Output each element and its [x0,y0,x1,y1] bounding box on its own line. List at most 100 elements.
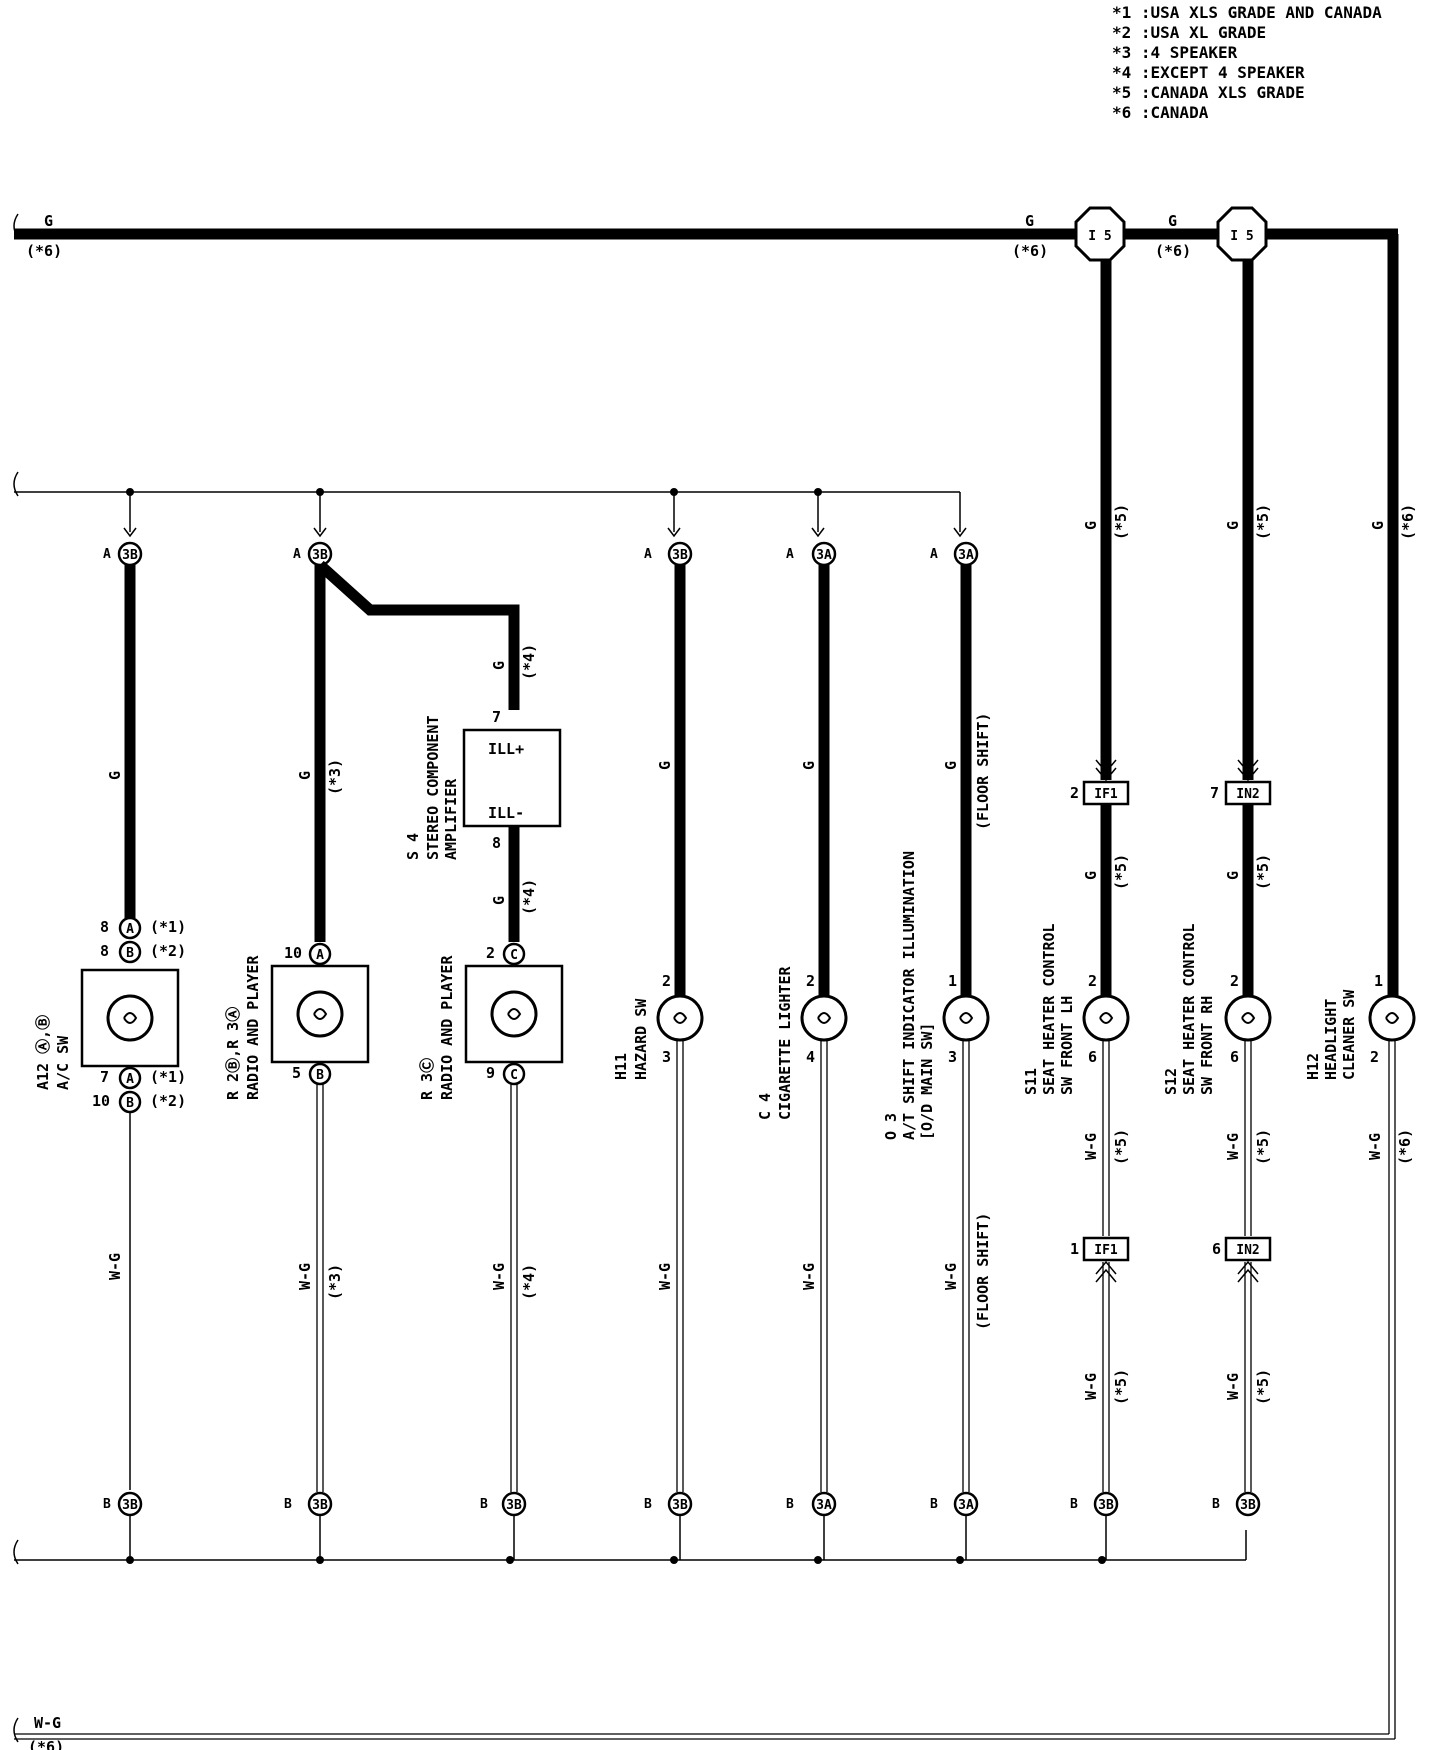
r2-top-letter: A [293,547,301,562]
s12-wire-4-label: W-G [1224,1373,1242,1400]
r2-radio-player: A 3B G (*3) 10 A 5 B W-G (*3) B 3B R 2Ⓑ,… [224,541,520,1560]
s11-pin-top: 2 [1088,972,1097,990]
h11-desc: HAZARD SW [632,998,650,1080]
h12-bulb-icon [1368,994,1416,1042]
seg-note-1: (*6) [1012,242,1048,260]
c4-bulb-icon [800,994,848,1042]
c4-wire-bot-label: W-G [800,1263,818,1290]
c4-name: C 4 [756,1093,774,1120]
a12-pin-bot-1-note: (*1) [150,1068,186,1086]
o3-wire-top-note: (FLOOR SHIFT) [974,713,992,830]
o3-desc-1: A/T SHIFT INDICATOR ILLUMINATION [900,851,918,1140]
o3-desc-2: [O/D MAIN SW] [918,1023,936,1140]
s12-wire-3-label: W-G [1224,1133,1242,1160]
r2-pin-top-conn: A [316,948,324,963]
drop-arrows [123,527,967,538]
s11-bulb-icon [1082,994,1130,1042]
bottom-return-note: (*6) [28,1738,64,1750]
h11-top-tag: 3B [672,548,688,563]
s12-wire-4-note: (*5) [1254,1369,1272,1405]
top-bus-note: (*6) [26,242,62,260]
h12-pin-bot: 2 [1370,1048,1379,1066]
s11-pin-bot: 6 [1088,1048,1097,1066]
o3-top-tag: 3A [958,548,974,563]
o3-wire-bot-label: W-G [942,1263,960,1290]
s12-bot-tag: 3B [1240,1498,1256,1513]
r2-bulb-icon [296,990,344,1038]
h11-bulb-icon [656,994,704,1042]
r3-bot-letter: B [480,1497,488,1512]
a12-pin-top-1-conn: A [126,922,134,937]
h11-name: H11 [612,1053,630,1080]
s11-conn-top-pin: 2 [1070,784,1079,802]
s12-wire-2-label: G [1224,871,1242,880]
c4-bot-tag: 3A [816,1498,832,1513]
o3-pin-top: 1 [948,972,957,990]
s4-desc-2: AMPLIFIER [442,778,460,860]
s4-wire-bot-label: G [490,896,508,905]
junction-i5-right: I 5 [1216,206,1268,262]
a12-bot-tag: 3B [122,1498,138,1513]
r3-bulb-icon [490,990,538,1038]
r3-radio-player: 2 C 9 C W-G (*4) B 3B R 3Ⓒ RADIO AND PLA… [418,942,564,1560]
c4-wire-top-label: G [800,761,818,770]
upper-bus-break [13,471,19,497]
s11-wire-1-note: (*5) [1112,504,1130,540]
junction-i5-left-label: I 5 [1088,229,1111,244]
a12-ac-switch: A 3B G 8 A (*1) 8 B (*2) 7 A (*1) 10 B (… [34,541,186,1560]
s11-desc-2: SW FRONT LH [1058,996,1076,1095]
h12-wire-top-note: (*6) [1399,504,1417,540]
legend-note-2: *2 :USA XL GRADE [1112,23,1266,42]
s11-bot-tag: 3B [1098,1498,1114,1513]
r2-wire-bot-note: (*3) [326,1264,344,1300]
s12-wire-1-note: (*5) [1254,504,1272,540]
s12-wire-3-note: (*5) [1254,1129,1272,1165]
bottom-return: W-G (*6) [13,1034,1396,1750]
s11-name: S11 [1022,1068,1040,1095]
r2-top-tag: 3B [312,548,328,563]
a12-bulb-icon [106,994,154,1042]
s4-ill-plus: ILL+ [488,740,524,758]
s4-wire-bot-note: (*4) [520,879,538,915]
h12-wire-bot-note: (*6) [1396,1129,1414,1165]
r2-pin-bot-conn: B [316,1068,324,1083]
a12-wire-bot-label: W-G [106,1253,124,1280]
seg-color-2: G [1168,212,1177,230]
o3-bot-tag: 3A [958,1498,974,1513]
bottom-return-color: W-G [34,1714,61,1732]
a12-pin-top-2-conn: B [126,946,134,961]
r3-pin-bot-conn: C [510,1068,518,1083]
r3-pin-top-conn: C [510,948,518,963]
a12-top-tag: 3B [122,548,138,563]
s4-desc-1: STEREO COMPONENT [424,716,442,861]
h11-wire-top-label: G [656,761,674,770]
s12-wire-1-label: G [1224,521,1242,530]
s4-pin-bottom: 8 [492,834,501,852]
h11-bot-tag: 3B [672,1498,688,1513]
a12-pin-bot-1-conn: A [126,1072,134,1087]
h12-desc-2: CLEANER SW [1340,989,1358,1080]
s12-desc-1: SEAT HEATER CONTROL [1180,923,1198,1095]
legend-note-1: *1 :USA XLS GRADE AND CANADA [1112,3,1382,22]
c4-desc: CIGARETTE LIGHTER [776,966,794,1120]
r2-desc: RADIO AND PLAYER [244,955,262,1100]
a12-pin-top-2-note: (*2) [150,942,186,960]
s4-wire-top-note: (*4) [520,644,538,680]
s12-pin-bot: 6 [1230,1048,1239,1066]
a12-pin-top-2: 8 [100,942,109,960]
r2-wire-top-label: G [296,771,314,780]
o3-wire-top-label: G [942,761,960,770]
h11-pin-bot: 3 [662,1048,671,1066]
c4-pin-top: 2 [806,972,815,990]
legend-note-3: *3 :4 SPEAKER [1112,43,1238,62]
o3-pin-bot: 3 [948,1048,957,1066]
r3-desc: RADIO AND PLAYER [438,955,456,1100]
upper-bus [13,471,961,532]
s4-wire-top-label: G [490,661,508,670]
o3-shift-indicator: A 3A G (FLOOR SHIFT) 1 3 W-G (FLOOR SHIF… [882,541,992,1560]
a12-wire-top-label: G [106,771,124,780]
a12-pin-bot-2: 10 [92,1092,110,1110]
s12-pin-top: 2 [1230,972,1239,990]
o3-wire-bot-note: (FLOOR SHIFT) [974,1213,992,1330]
r2-wire-bot-label: W-G [296,1263,314,1290]
